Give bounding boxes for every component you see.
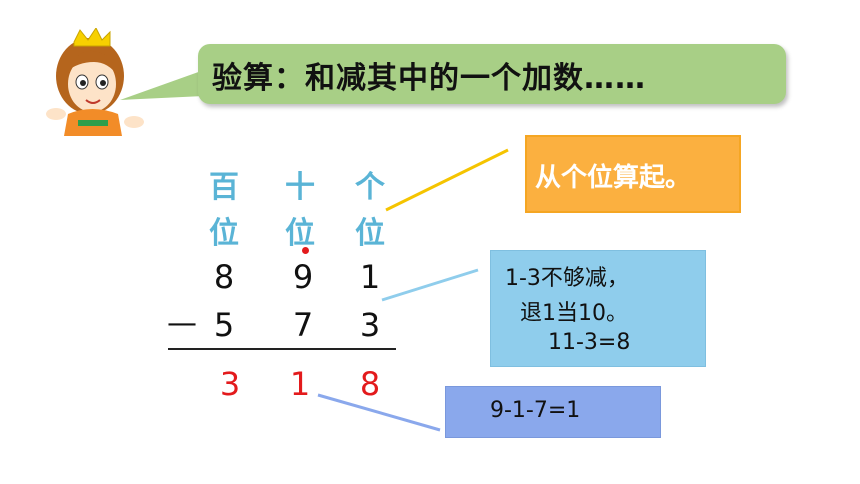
minuend-tens: 9	[292, 258, 314, 296]
hint-blue1-line2: 退1当10。	[520, 301, 628, 326]
subtrahend-tens: 7	[292, 306, 314, 344]
result-tens: 1	[289, 365, 311, 403]
hint-blue1-line1: 1-3不够减，	[505, 266, 629, 291]
sum-line	[168, 348, 396, 350]
hint-blue2-text: 9-1-7=1	[490, 398, 581, 423]
hint-box-blue2	[445, 386, 661, 438]
hint-box-blue1	[490, 250, 706, 367]
hint-blue1-line3: 11-3=8	[548, 330, 631, 355]
speech-bubble	[198, 44, 786, 104]
connector-blue2	[317, 393, 441, 432]
place-hundreds-1: 百	[209, 170, 239, 205]
place-tens-1: 十	[285, 170, 315, 205]
bubble-tail	[120, 70, 204, 100]
place-ones-2: 位	[355, 216, 385, 251]
place-ones-1: 个	[355, 170, 385, 205]
hint-orange-text: 从个位算起。	[535, 163, 692, 193]
bubble-text: 验算：和减其中的一个加数……	[212, 61, 646, 96]
place-tens-2: 位	[285, 216, 315, 251]
result-ones: 8	[359, 365, 381, 403]
hint-box-orange	[525, 135, 741, 213]
subtrahend-ones: 3	[359, 306, 381, 344]
minuend-hundreds: 8	[213, 258, 235, 296]
result-hundreds: 3	[219, 365, 241, 403]
girl-avatar	[46, 28, 144, 136]
subtrahend-hundreds: 5	[213, 306, 235, 344]
minuend-ones: 1	[359, 258, 381, 296]
borrow-dot	[302, 247, 309, 254]
place-hundreds-2: 位	[209, 216, 239, 251]
minus-sign: —	[167, 306, 197, 341]
connector-orange	[385, 148, 509, 212]
connector-blue1	[381, 268, 479, 302]
